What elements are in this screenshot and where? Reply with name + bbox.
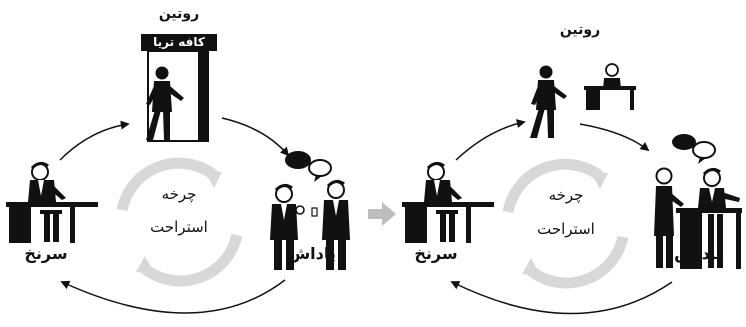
left-arrow-cue-to-routine (59, 120, 130, 161)
cafeteria-door (147, 50, 209, 142)
transition-arrow (368, 202, 396, 226)
right-desk-person (402, 161, 494, 243)
left-cycle-title-line2: استراحت (150, 218, 208, 236)
right-reward-label: پاداش (674, 244, 722, 263)
left-cycle-ring (116, 157, 243, 287)
left-arrow-reward-to-cue (60, 279, 286, 314)
left-routine-label: روتین (158, 6, 200, 22)
right-chatting-people (654, 134, 742, 269)
right-arrow-reward-to-cue (450, 281, 673, 315)
left-arrow-routine-to-reward (221, 117, 290, 157)
right-arrow-cue-to-routine (455, 119, 526, 161)
right-walking-person (530, 65, 567, 138)
cafeteria-sign: کافه تریا (141, 34, 217, 51)
right-arrow-routine-to-reward (579, 123, 650, 152)
right-cycle-title-line1: چرخه (548, 186, 584, 204)
left-chatting-people (270, 151, 350, 270)
right-cycle-title-line2: استراحت (537, 220, 595, 238)
right-routine-label: روتین (559, 22, 601, 38)
left-reward-label: پاداش (288, 244, 336, 263)
left-cue-label: سرنخ (24, 244, 68, 263)
left-desk-person (6, 161, 98, 243)
left-walking-person (146, 66, 184, 140)
right-cue-label: سرنخ (414, 244, 458, 263)
left-cycle-title-line1: چرخه (161, 185, 197, 203)
right-small-desk (584, 63, 636, 110)
right-cycle-ring (502, 158, 629, 289)
